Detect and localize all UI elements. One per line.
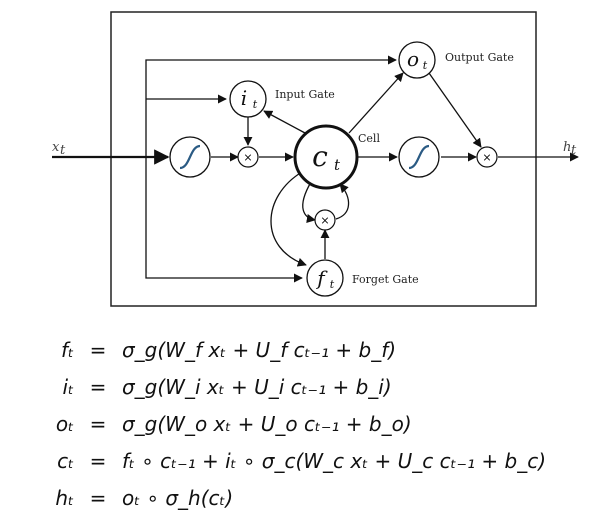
equation-rhs: σ_g(W_f xₜ + U_f cₜ₋₁ + b_f) — [122, 338, 397, 362]
equation-lhs: cₜ — [57, 449, 74, 473]
output-gate-node: o t — [398, 41, 436, 79]
equals-sign: = — [89, 338, 107, 362]
cell-node: c t — [293, 124, 359, 190]
equation-rhs: oₜ ∘ σ_h(cₜ) — [122, 486, 234, 510]
output-gate-label: Output Gate — [445, 51, 514, 64]
equals-sign: = — [89, 486, 107, 510]
svg-text:i: i — [241, 86, 247, 110]
input-gate-label: Input Gate — [275, 88, 335, 101]
output-label: h t — [563, 140, 577, 158]
cell-label: Cell — [358, 132, 380, 145]
lstm-frame — [110, 11, 537, 307]
svg-text:t: t — [60, 143, 66, 158]
svg-text:t: t — [334, 156, 341, 174]
input-gate-node: i t — [229, 80, 267, 118]
svg-text:t: t — [571, 143, 577, 158]
svg-text:o: o — [407, 47, 419, 71]
branch-to-forget-gate — [145, 157, 303, 283]
equation-lhs: iₜ — [62, 375, 74, 399]
svg-text:t: t — [330, 278, 335, 291]
multiply-input-node: × — [237, 146, 259, 168]
equation-lhs: fₜ — [61, 338, 74, 362]
sigmoid-output-node — [398, 136, 440, 178]
multiply-forget-node: × — [314, 209, 336, 231]
output-gate-to-mult — [428, 72, 482, 148]
sigmoid-icon — [179, 144, 201, 170]
equation-rhs: fₜ ∘ cₜ₋₁ + iₜ ∘ σ_c(W_c xₜ + U_c cₜ₋₁ +… — [122, 449, 547, 473]
cell-to-mult-left — [302, 181, 316, 224]
equation-hidden: hₜ = oₜ ∘ σ_h(cₜ) — [22, 486, 582, 523]
input-label: x t — [52, 140, 66, 158]
cell-to-output-gate — [348, 72, 404, 134]
svg-text:t: t — [423, 59, 428, 72]
sigmoid-input-node — [169, 136, 211, 178]
lstm-equations: fₜ = σ_g(W_f xₜ + U_f cₜ₋₁ + b_f) iₜ = σ… — [22, 338, 582, 523]
equation-input: iₜ = σ_g(W_i xₜ + U_i cₜ₋₁ + b_i) — [22, 375, 582, 412]
branch-to-output-gate — [145, 55, 397, 157]
multiply-symbol: × — [243, 151, 252, 164]
forget-gate-node: f t — [306, 259, 344, 297]
cell-to-forget-loop — [270, 171, 307, 267]
equation-rhs: σ_g(W_o xₜ + U_o cₜ₋₁ + b_o) — [122, 412, 412, 436]
multiply-symbol: × — [320, 214, 329, 227]
equation-cell: cₜ = fₜ ∘ cₜ₋₁ + iₜ ∘ σ_c(W_c xₜ + U_c c… — [22, 449, 582, 486]
equation-rhs: σ_g(W_i xₜ + U_i cₜ₋₁ + b_i) — [122, 375, 392, 399]
sigmoid-icon — [408, 144, 430, 170]
svg-text:t: t — [253, 98, 258, 111]
forget-gate-label: Forget Gate — [352, 273, 419, 286]
svg-text:c: c — [312, 140, 328, 173]
lstm-diagram: × × × i t Input Gate o t Output Gate c t… — [52, 11, 579, 307]
equation-forget: fₜ = σ_g(W_f xₜ + U_f cₜ₋₁ + b_f) — [22, 338, 582, 375]
equation-lhs: oₜ — [55, 412, 74, 436]
multiply-output-node: × — [476, 146, 498, 168]
equation-output: oₜ = σ_g(W_o xₜ + U_o cₜ₋₁ + b_o) — [22, 412, 582, 449]
equals-sign: = — [89, 375, 107, 399]
svg-text:x: x — [52, 140, 60, 155]
equation-lhs: hₜ — [55, 486, 74, 510]
cell-to-input-gate — [263, 110, 306, 134]
equals-sign: = — [89, 449, 107, 473]
mult-to-cell-right — [335, 183, 350, 220]
multiply-symbol: × — [482, 151, 491, 164]
equals-sign: = — [89, 412, 107, 436]
svg-text:h: h — [563, 140, 571, 155]
